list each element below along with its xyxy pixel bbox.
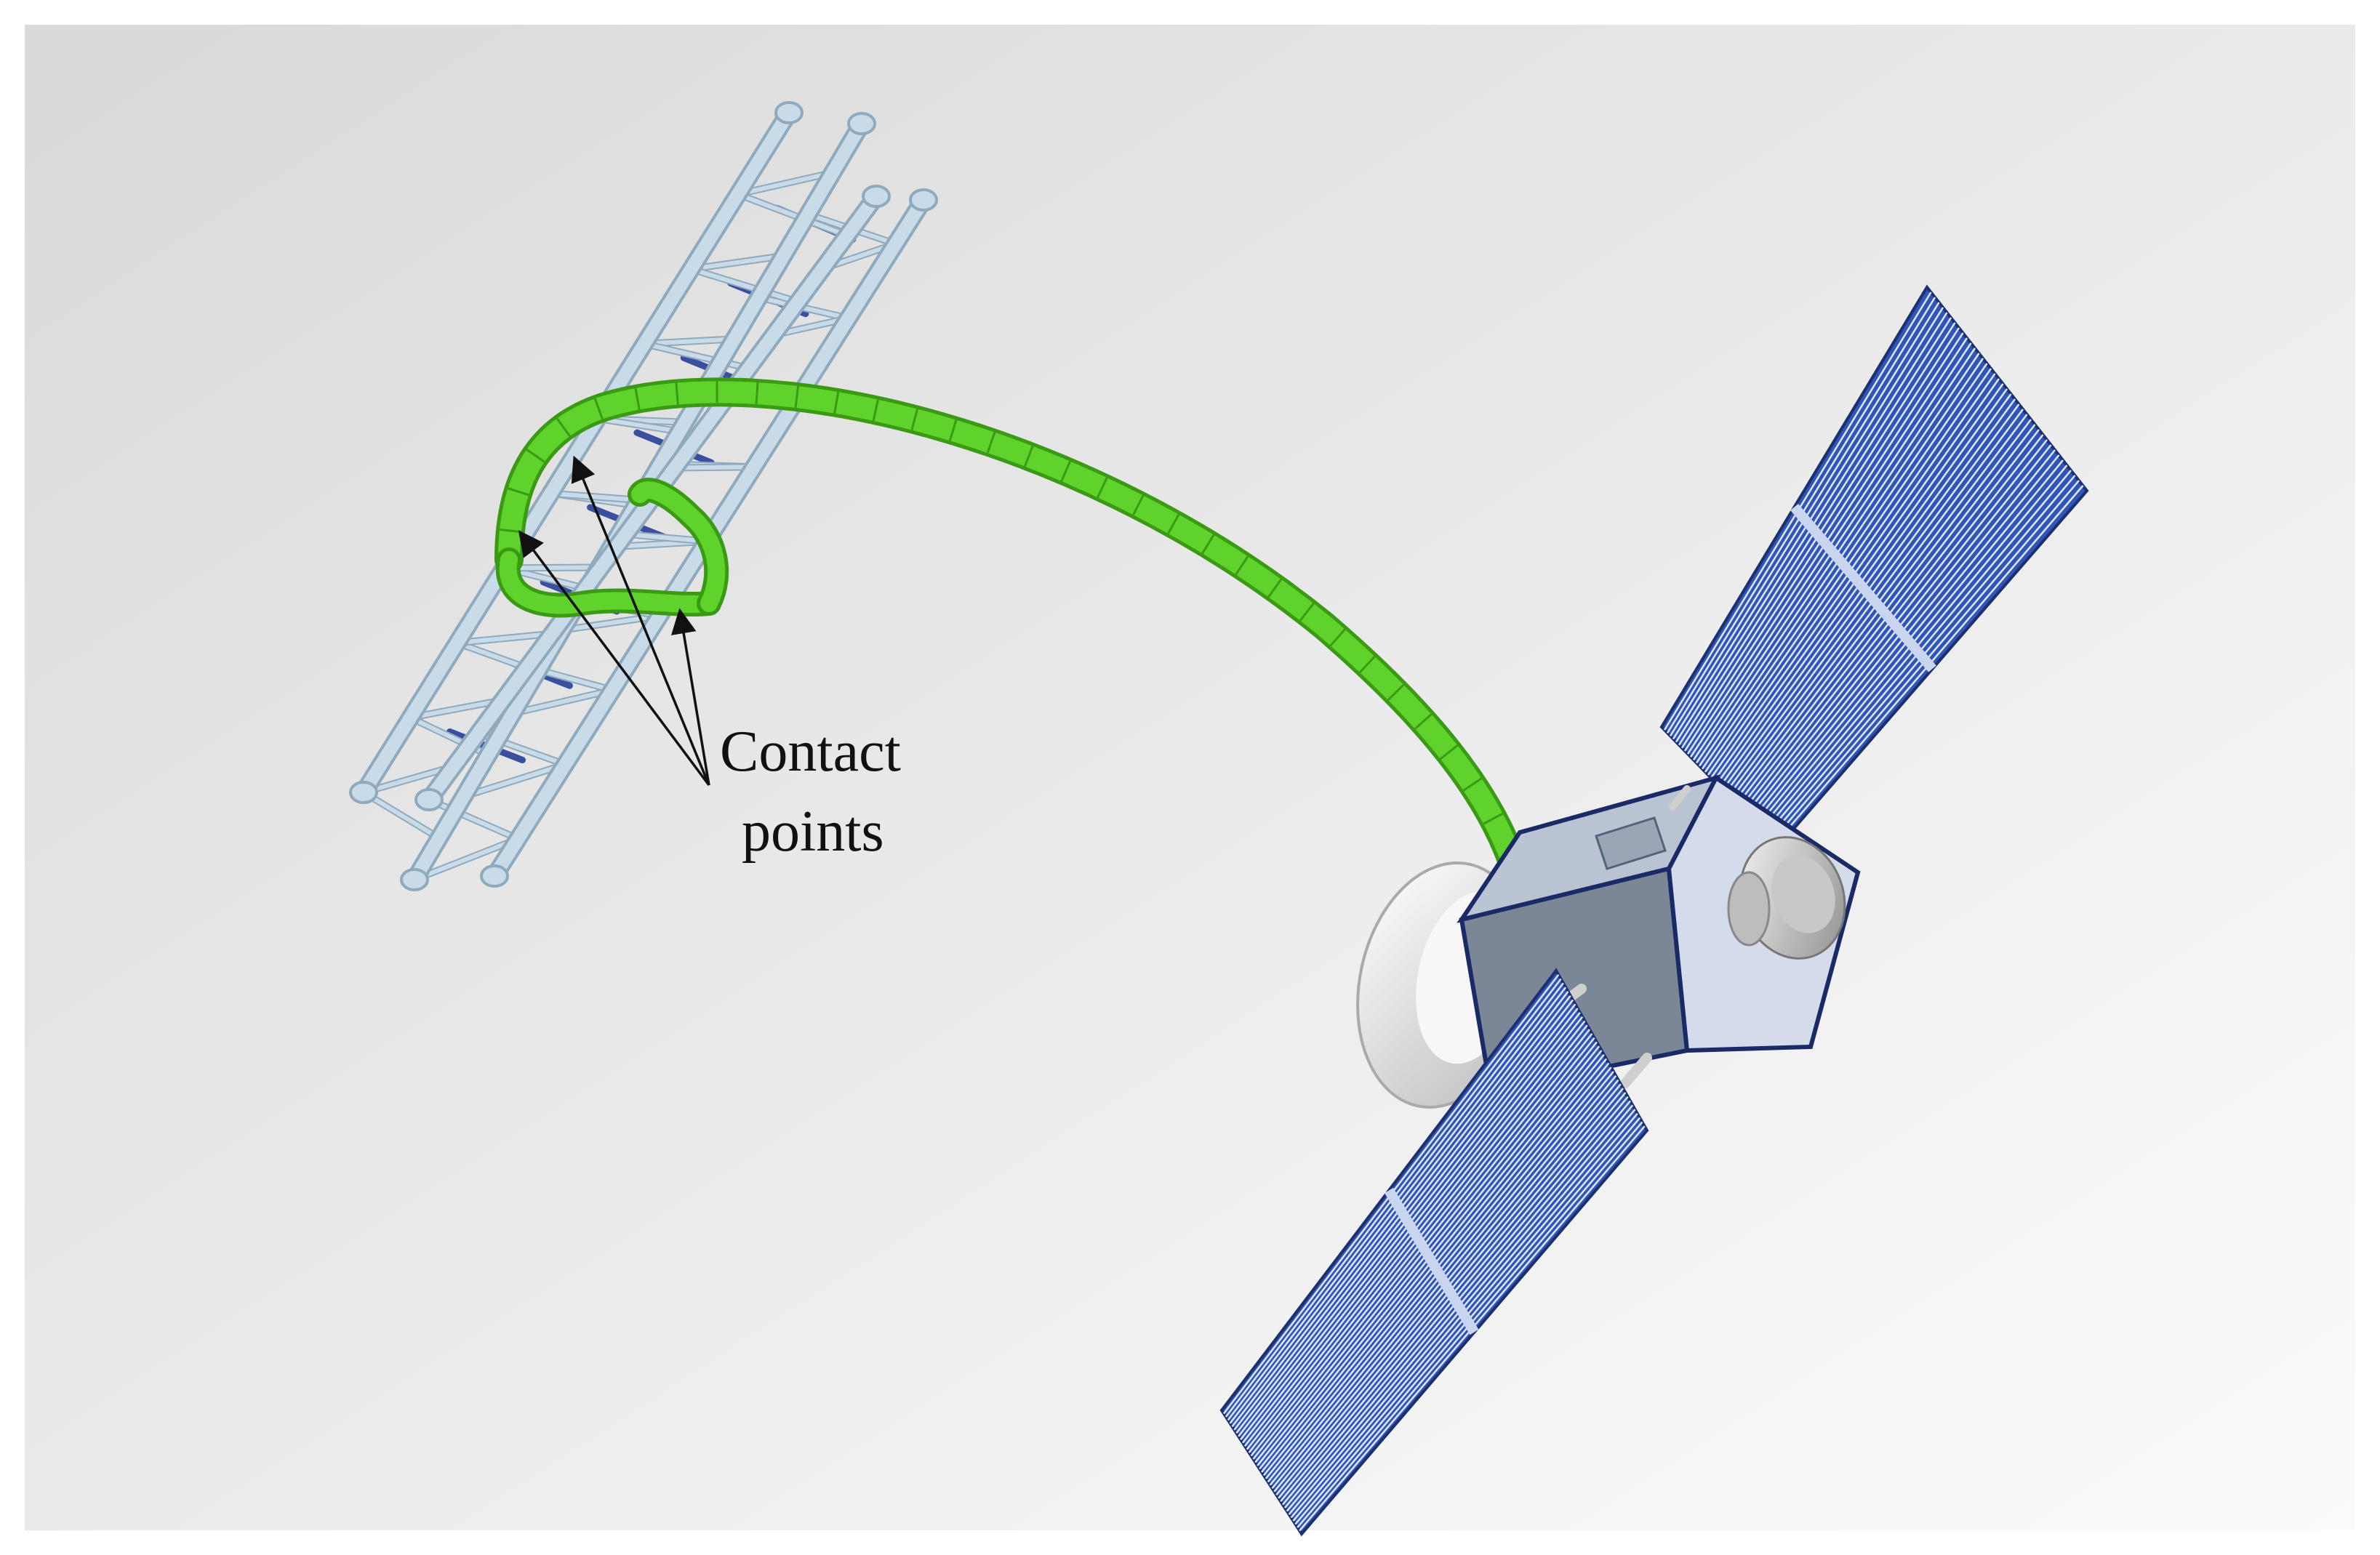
truss-end-cap [481, 866, 508, 886]
truss-end-cap [350, 782, 377, 803]
manipulator-joint [756, 382, 758, 404]
truss-end-cap [863, 186, 889, 206]
annotation-line-2: points [742, 800, 884, 864]
truss-end-cap [416, 789, 442, 810]
annotation-line-1: Contact [720, 720, 901, 784]
truss-end-cap [776, 103, 802, 123]
truss-end-cap [910, 190, 937, 210]
truss-end-cap [849, 113, 875, 134]
truss-end-cap [401, 869, 428, 890]
